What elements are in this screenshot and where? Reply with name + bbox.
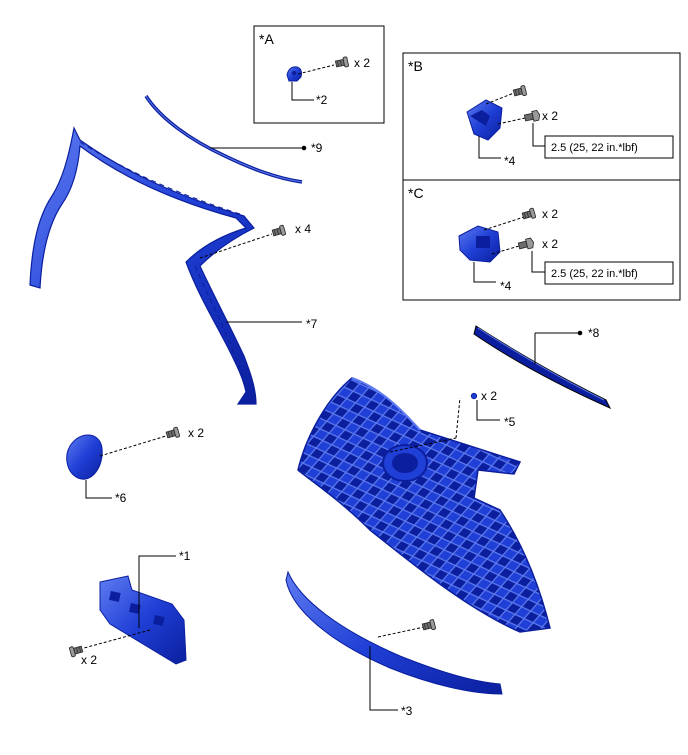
- part-7-clip-qty: x 4: [295, 222, 311, 236]
- inset-a-screw-icon: [334, 56, 350, 70]
- inset-c-leader: [473, 262, 496, 283]
- inset-b-dash-top: [485, 92, 515, 105]
- part-5-dash-b: [455, 397, 461, 439]
- inset-a-leader: [291, 82, 314, 101]
- part-6-screw-icon: [165, 426, 181, 441]
- inset-c-dash-top: [483, 216, 525, 231]
- callout-4-c: *4: [500, 279, 512, 293]
- inset-c: *C x 2 x 2 2.5 (25, 22 in.*lbf) *4: [402, 179, 681, 301]
- inset-b: *B x 2 2.5 (25, 22 in.*lbf) *4: [402, 52, 681, 181]
- inset-c-bolt-icon: [517, 237, 536, 252]
- part-6-dash: [99, 435, 167, 457]
- inset-a: *A x 2 *2: [253, 25, 385, 124]
- part-6-qty: x 2: [188, 426, 204, 440]
- part-7-clip-dash: [199, 233, 273, 259]
- part-6-emblem: [66, 434, 103, 480]
- part-8-strip: [473, 325, 612, 410]
- inset-b-bracket: [466, 99, 503, 141]
- callout-7: *7: [306, 317, 318, 331]
- inset-c-torque-leader: [531, 251, 545, 273]
- callout-4-b: *4: [504, 154, 516, 168]
- inset-b-qty-bolt: x 2: [542, 109, 558, 123]
- callout-5: *5: [504, 415, 516, 429]
- part-9-molding: [144, 95, 303, 184]
- inset-b-torque: 2.5 (25, 22 in.*lbf): [551, 142, 638, 154]
- inset-c-screw-icon: [521, 207, 537, 222]
- callout-2: *2: [316, 93, 328, 107]
- inset-b-leader: [478, 136, 501, 159]
- part-5-clip-icon: [470, 392, 478, 400]
- callout-1: *1: [179, 549, 191, 563]
- inset-a-frame: [253, 25, 385, 124]
- callout-6: *6: [115, 491, 127, 505]
- part-1-qty: x 2: [81, 653, 97, 667]
- part-9-dot: [301, 145, 307, 151]
- inset-c-qty-bolt: x 2: [542, 237, 558, 251]
- inset-b-screw-icon: [512, 84, 528, 99]
- inset-b-title: *B: [408, 58, 423, 74]
- part-1-bracket: [99, 575, 187, 665]
- part-3-screw-icon: [421, 618, 437, 633]
- inset-c-bracket: [458, 225, 501, 263]
- inset-b-bolt-icon: [523, 109, 542, 124]
- part-3-lower-molding: [285, 570, 503, 695]
- inset-b-dash-bolt: [497, 117, 526, 125]
- part-5-dash-a: [389, 437, 457, 453]
- part-7-clip-icon: [271, 224, 287, 239]
- inset-b-torque-leader: [532, 123, 545, 147]
- part-7-surround: [29, 126, 257, 405]
- inset-c-title: *C: [408, 185, 424, 201]
- inset-a-dash: [297, 64, 335, 75]
- part-1-dash: [83, 629, 151, 649]
- part-3-dash: [377, 626, 425, 638]
- inset-a-qty: x 2: [354, 56, 370, 70]
- callout-3: *3: [401, 704, 413, 718]
- callout-8: *8: [588, 326, 600, 340]
- part-6-leader: [85, 480, 112, 499]
- inset-b-torque-box: [544, 135, 674, 159]
- part-3-leader: [369, 646, 398, 711]
- inset-a-title: *A: [259, 31, 274, 47]
- inset-c-qty-top: x 2: [542, 207, 558, 221]
- callout-9: *9: [311, 141, 323, 155]
- part-1-leader: [138, 555, 176, 628]
- inset-c-frame: [402, 179, 681, 301]
- part-5-leader: [476, 400, 500, 421]
- inset-c-torque: 2.5 (25, 22 in.*lbf): [551, 268, 638, 280]
- part-5-grille: [297, 377, 551, 633]
- inset-c-torque-box: [544, 261, 674, 285]
- part-8-dot: [577, 330, 583, 336]
- part-5-clip-qty: x 2: [481, 389, 497, 403]
- inset-a-part: [286, 66, 302, 82]
